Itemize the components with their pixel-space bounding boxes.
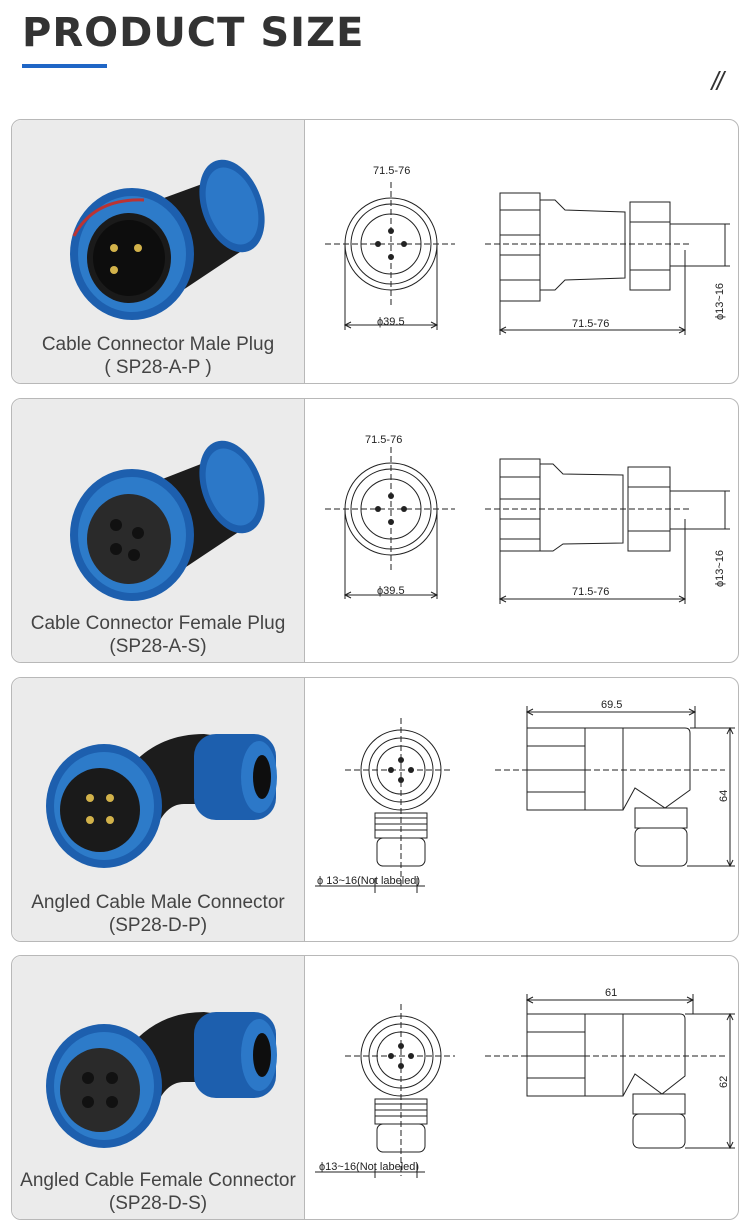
dimension-drawing-svg: [325, 447, 730, 604]
product-card-angled-male: Angled Cable Male Connector (SP28-D-P): [11, 677, 739, 942]
technical-drawing: 71.5-76 ϕ39.5 71.5-76 ϕ13~16: [305, 120, 738, 383]
product-card-female-plug: Cable Connector Female Plug (SP28-A-S): [11, 398, 739, 663]
product-photo-panel: Cable Connector Female Plug (SP28-A-S): [12, 399, 305, 662]
product-card-angled-female: Angled Cable Female Connector (SP28-D-S): [11, 955, 739, 1220]
decorative-slashes: //: [711, 66, 725, 96]
product-card-male-plug: Cable Connector Male Plug ( SP28-A-P ): [11, 119, 739, 384]
straight-female-connector-image: [70, 440, 265, 601]
product-model: (SP28-A-S): [109, 636, 207, 657]
angled-female-connector-image: [46, 1012, 277, 1148]
angled-male-connector-image: [46, 734, 277, 868]
technical-drawing: ϕ13~16(Not labeled) 61 62: [305, 956, 738, 1219]
product-model: (SP28-D-S): [108, 1193, 208, 1214]
page-title: PRODUCT SIZE: [22, 10, 365, 56]
product-model: ( SP28-A-P ): [104, 357, 212, 378]
straight-male-connector-image: [70, 159, 265, 320]
product-name: Cable Connector Female Plug: [30, 613, 286, 634]
product-photo-panel: Angled Cable Male Connector (SP28-D-P): [12, 678, 305, 941]
product-photo-panel: Angled Cable Female Connector (SP28-D-S): [12, 956, 305, 1219]
product-name: Angled Cable Female Connector: [20, 1170, 296, 1191]
technical-drawing: ϕ 13~16(Not labeled) 69.5 64: [305, 678, 738, 941]
product-name: Cable Connector Male Plug: [41, 334, 275, 355]
dimension-drawing-svg: [315, 706, 735, 893]
dimension-drawing-svg: [315, 994, 735, 1178]
technical-drawing: 71.5-76 ϕ39.5 71.5-76 ϕ13~16: [305, 399, 738, 662]
product-name: Angled Cable Male Connector: [31, 892, 285, 913]
product-photo-panel: Cable Connector Male Plug ( SP28-A-P ): [12, 120, 305, 383]
dimension-drawing-svg: [325, 182, 730, 335]
product-model: (SP28-D-P): [108, 915, 208, 936]
title-underline: [22, 64, 107, 68]
